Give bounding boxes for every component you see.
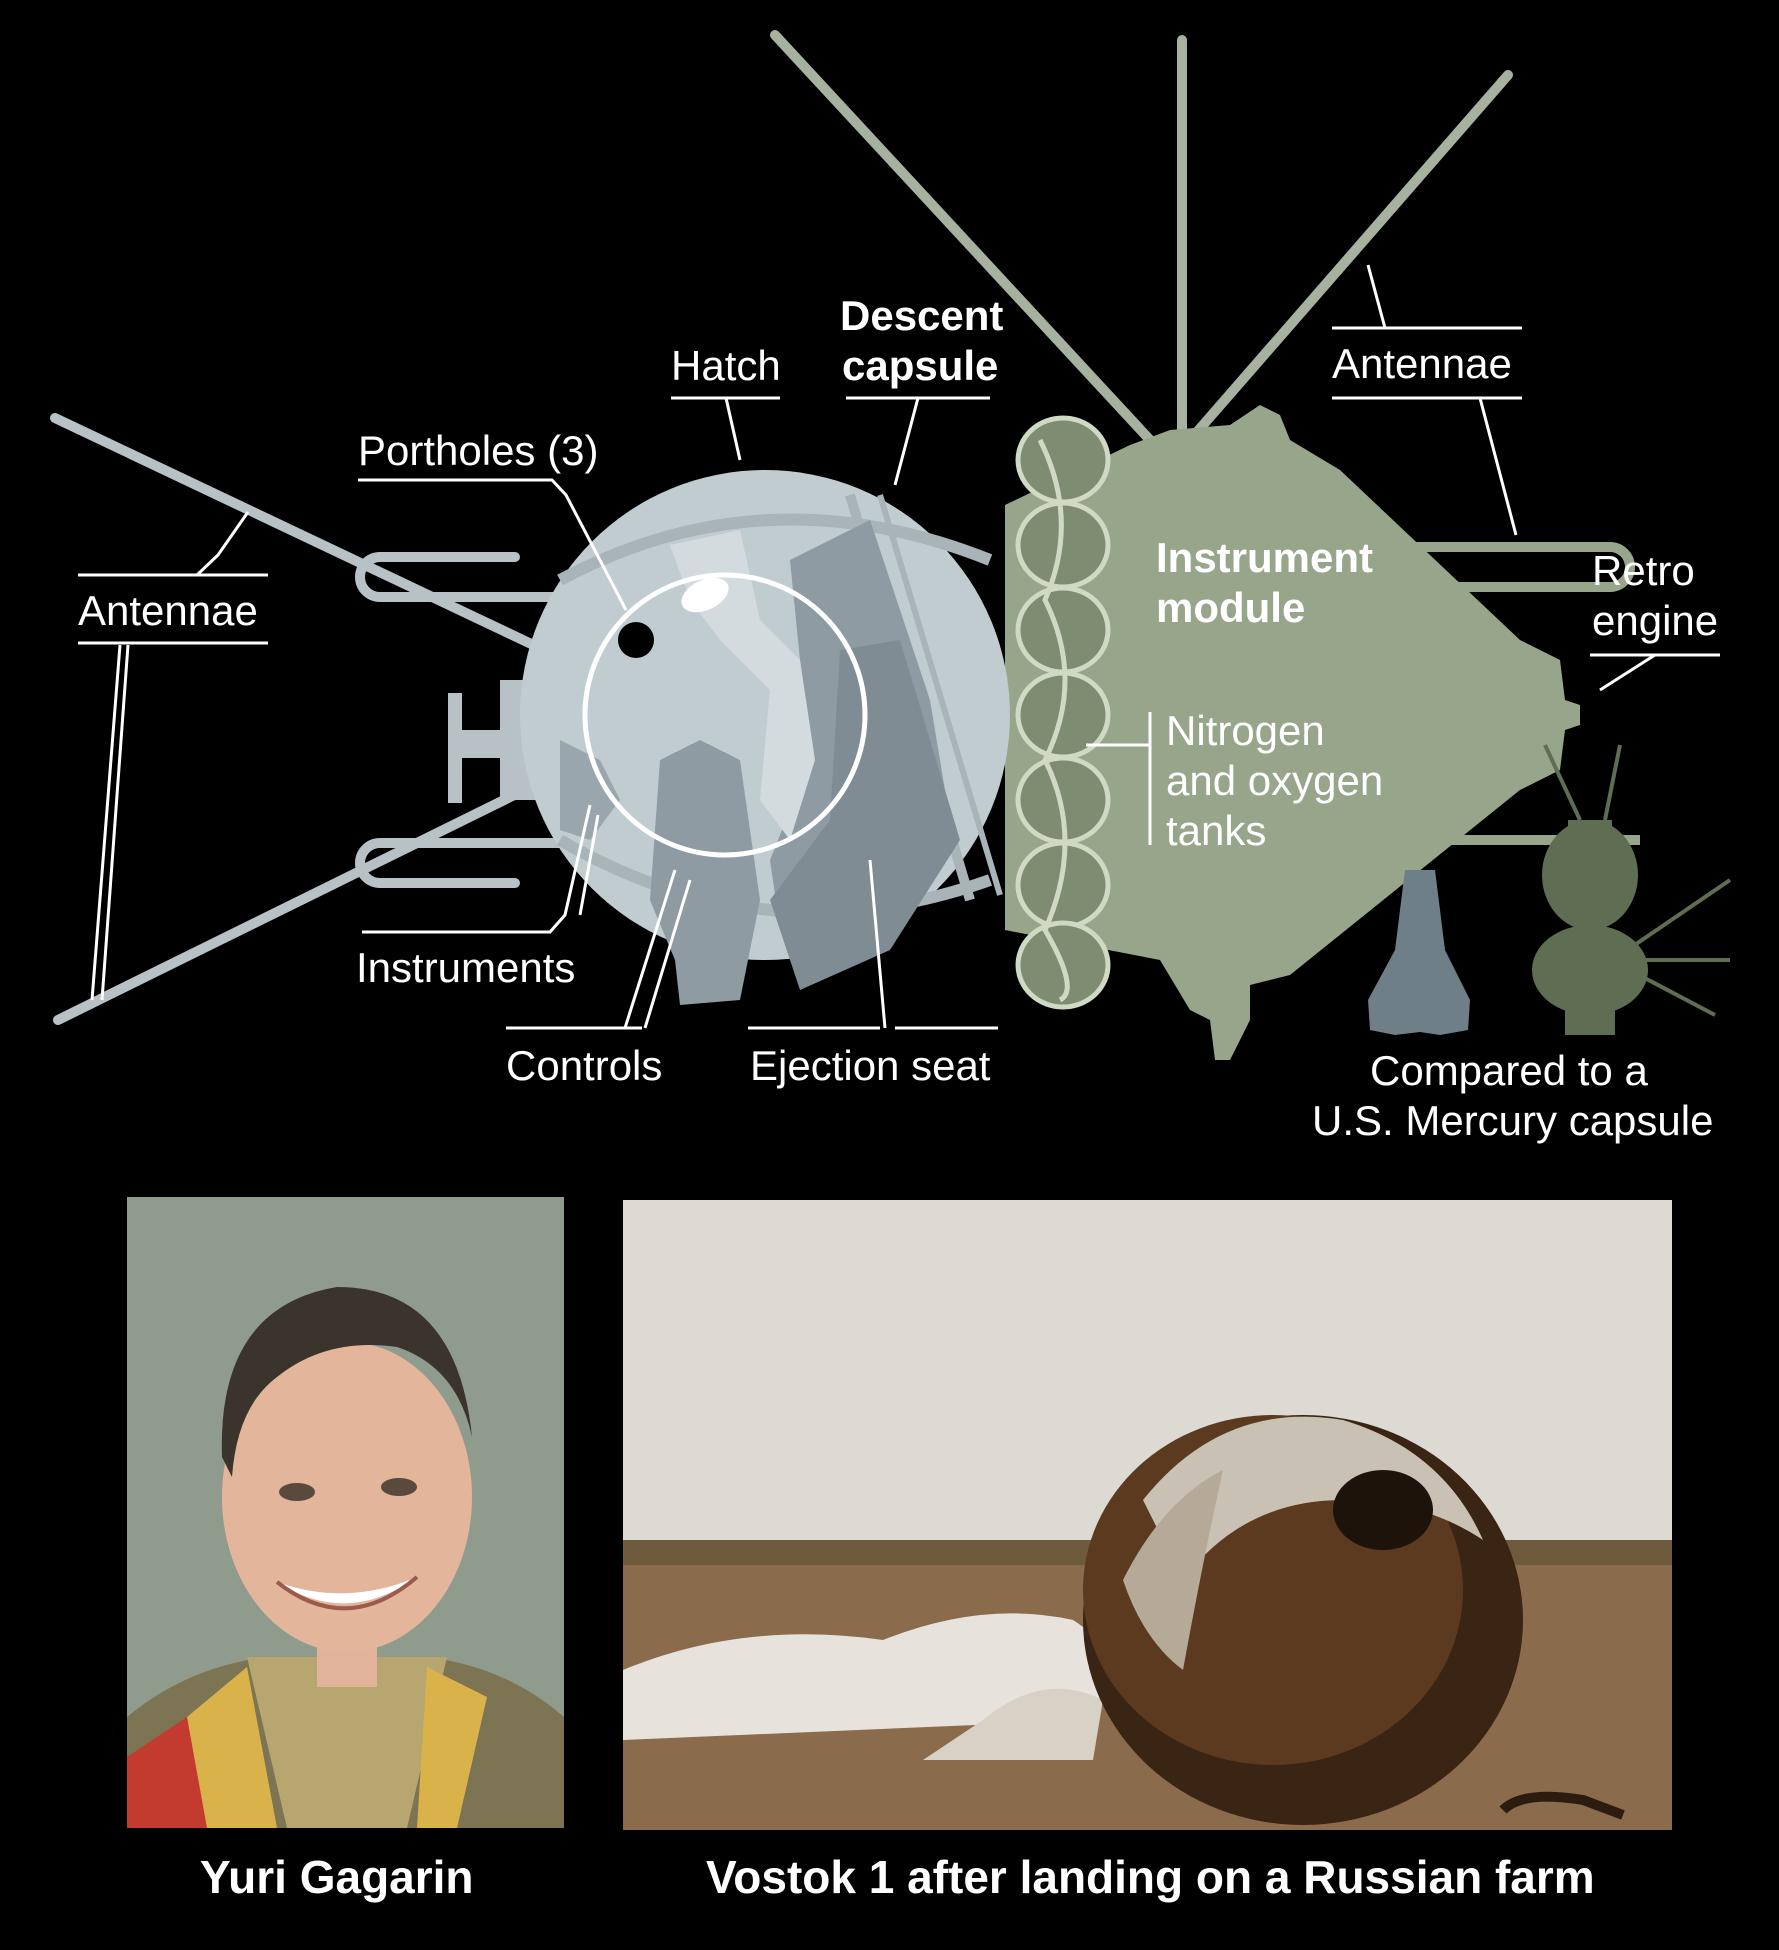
left-antennae [50,413,570,1025]
nitrogen-oxygen-tanks [1015,415,1111,1010]
label-tanks-line2: and oxygen [1166,757,1383,804]
label-ejection-seat: Ejection seat [750,1042,991,1089]
descent-capsule [520,470,1010,1005]
label-descent-line2: capsule [842,342,998,389]
vostok-landing-photo [623,1200,1672,1830]
top-antennae [770,30,1513,445]
label-hatch: Hatch [671,342,781,389]
label-compared-line2: U.S. Mercury capsule [1312,1097,1713,1144]
gagarin-portrait-photo [127,1197,564,1828]
vostok-small [1532,744,1732,1035]
label-compared-line1: Compared to a [1370,1047,1648,1094]
label-portholes: Portholes (3) [358,427,598,474]
instrument-module-body [1005,405,1580,1060]
label-tanks-line3: tanks [1166,807,1266,854]
mercury-capsule [1368,870,1470,1035]
label-antennae-left: Antennae [78,587,258,634]
vostok-diagram: Antennae Portholes (3) Hatch Descent cap… [50,30,1732,1144]
label-instruments: Instruments [356,944,575,991]
label-instrument-line2: module [1156,584,1305,631]
label-controls: Controls [506,1042,662,1089]
leader-lines [78,264,1720,1030]
label-retro-line2: engine [1592,597,1718,644]
label-descent-line1: Descent [840,292,1003,339]
label-retro-line1: Retro [1592,547,1695,594]
caption-yuri-gagarin: Yuri Gagarin [200,1851,474,1903]
caption-vostok-landing: Vostok 1 after landing on a Russian farm [706,1851,1595,1903]
label-antennae-right: Antennae [1332,340,1512,387]
label-tanks-line1: Nitrogen [1166,707,1325,754]
label-instrument-line1: Instrument [1156,534,1373,581]
